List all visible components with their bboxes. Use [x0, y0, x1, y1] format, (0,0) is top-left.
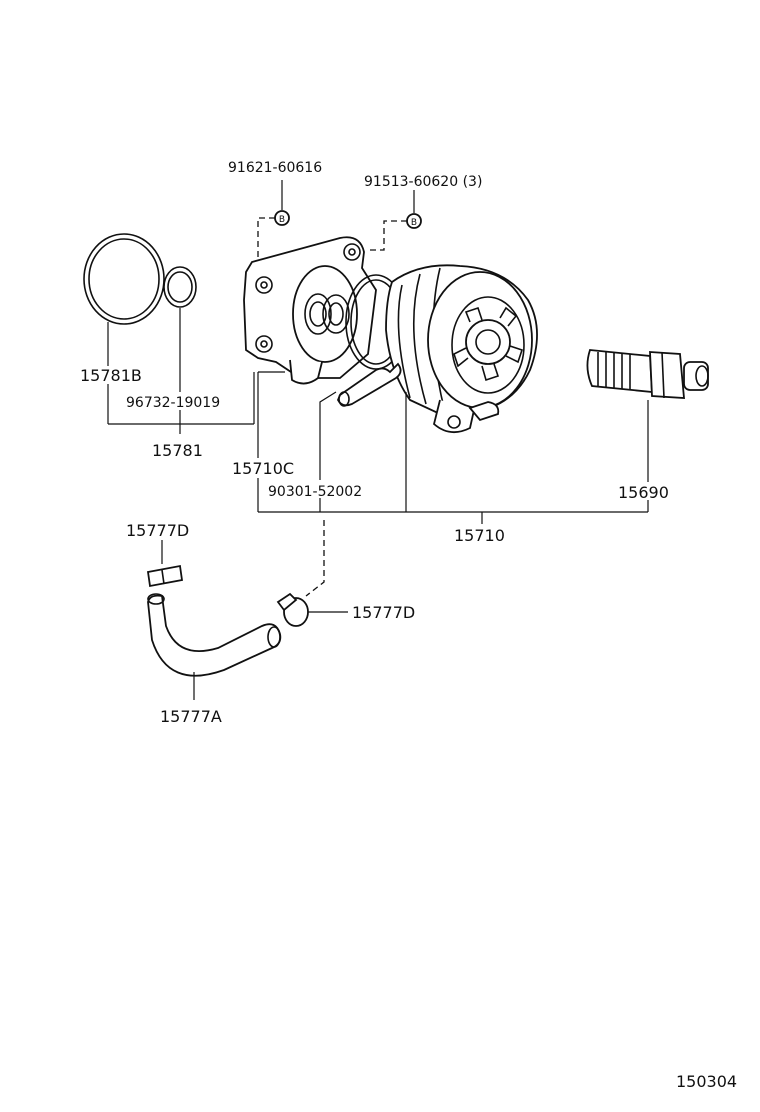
- svg-text:B: B: [279, 215, 285, 225]
- leader-lines-rings: [107, 308, 255, 434]
- label-96732-19019: 96732-19019: [126, 395, 220, 411]
- pump-housing: [243, 236, 377, 385]
- label-15781: 15781: [152, 441, 203, 460]
- label-15777A: 15777A: [160, 707, 222, 726]
- label-15777D-right: 15777D: [352, 603, 415, 622]
- hose-clamp-left: [146, 540, 184, 588]
- hose: [147, 593, 282, 700]
- bolt-marker-left: B: [257, 180, 290, 262]
- hose-nipple: [337, 362, 402, 407]
- label-15690: 15690: [618, 483, 669, 502]
- sensor-switch: [586, 349, 709, 399]
- svg-text:B: B: [411, 218, 417, 228]
- hose-clamp-right: [276, 520, 348, 627]
- label-91621-60616: 91621-60616: [228, 160, 322, 176]
- leader-lines-center: [257, 371, 649, 524]
- label-90301-52002: 90301-52002: [268, 484, 362, 500]
- pump-body: [385, 264, 538, 434]
- label-15777D-left: 15777D: [126, 521, 189, 540]
- o-ring-large: [83, 233, 165, 325]
- label-15781B: 15781B: [80, 366, 142, 385]
- label-15710: 15710: [454, 526, 505, 545]
- figure-number: 150304: [676, 1072, 737, 1091]
- o-ring-small: [163, 266, 197, 308]
- label-15710C: 15710C: [232, 459, 294, 478]
- label-91513-60620: 91513-60620 (3): [364, 174, 482, 190]
- bolt-marker-right: B: [370, 190, 422, 251]
